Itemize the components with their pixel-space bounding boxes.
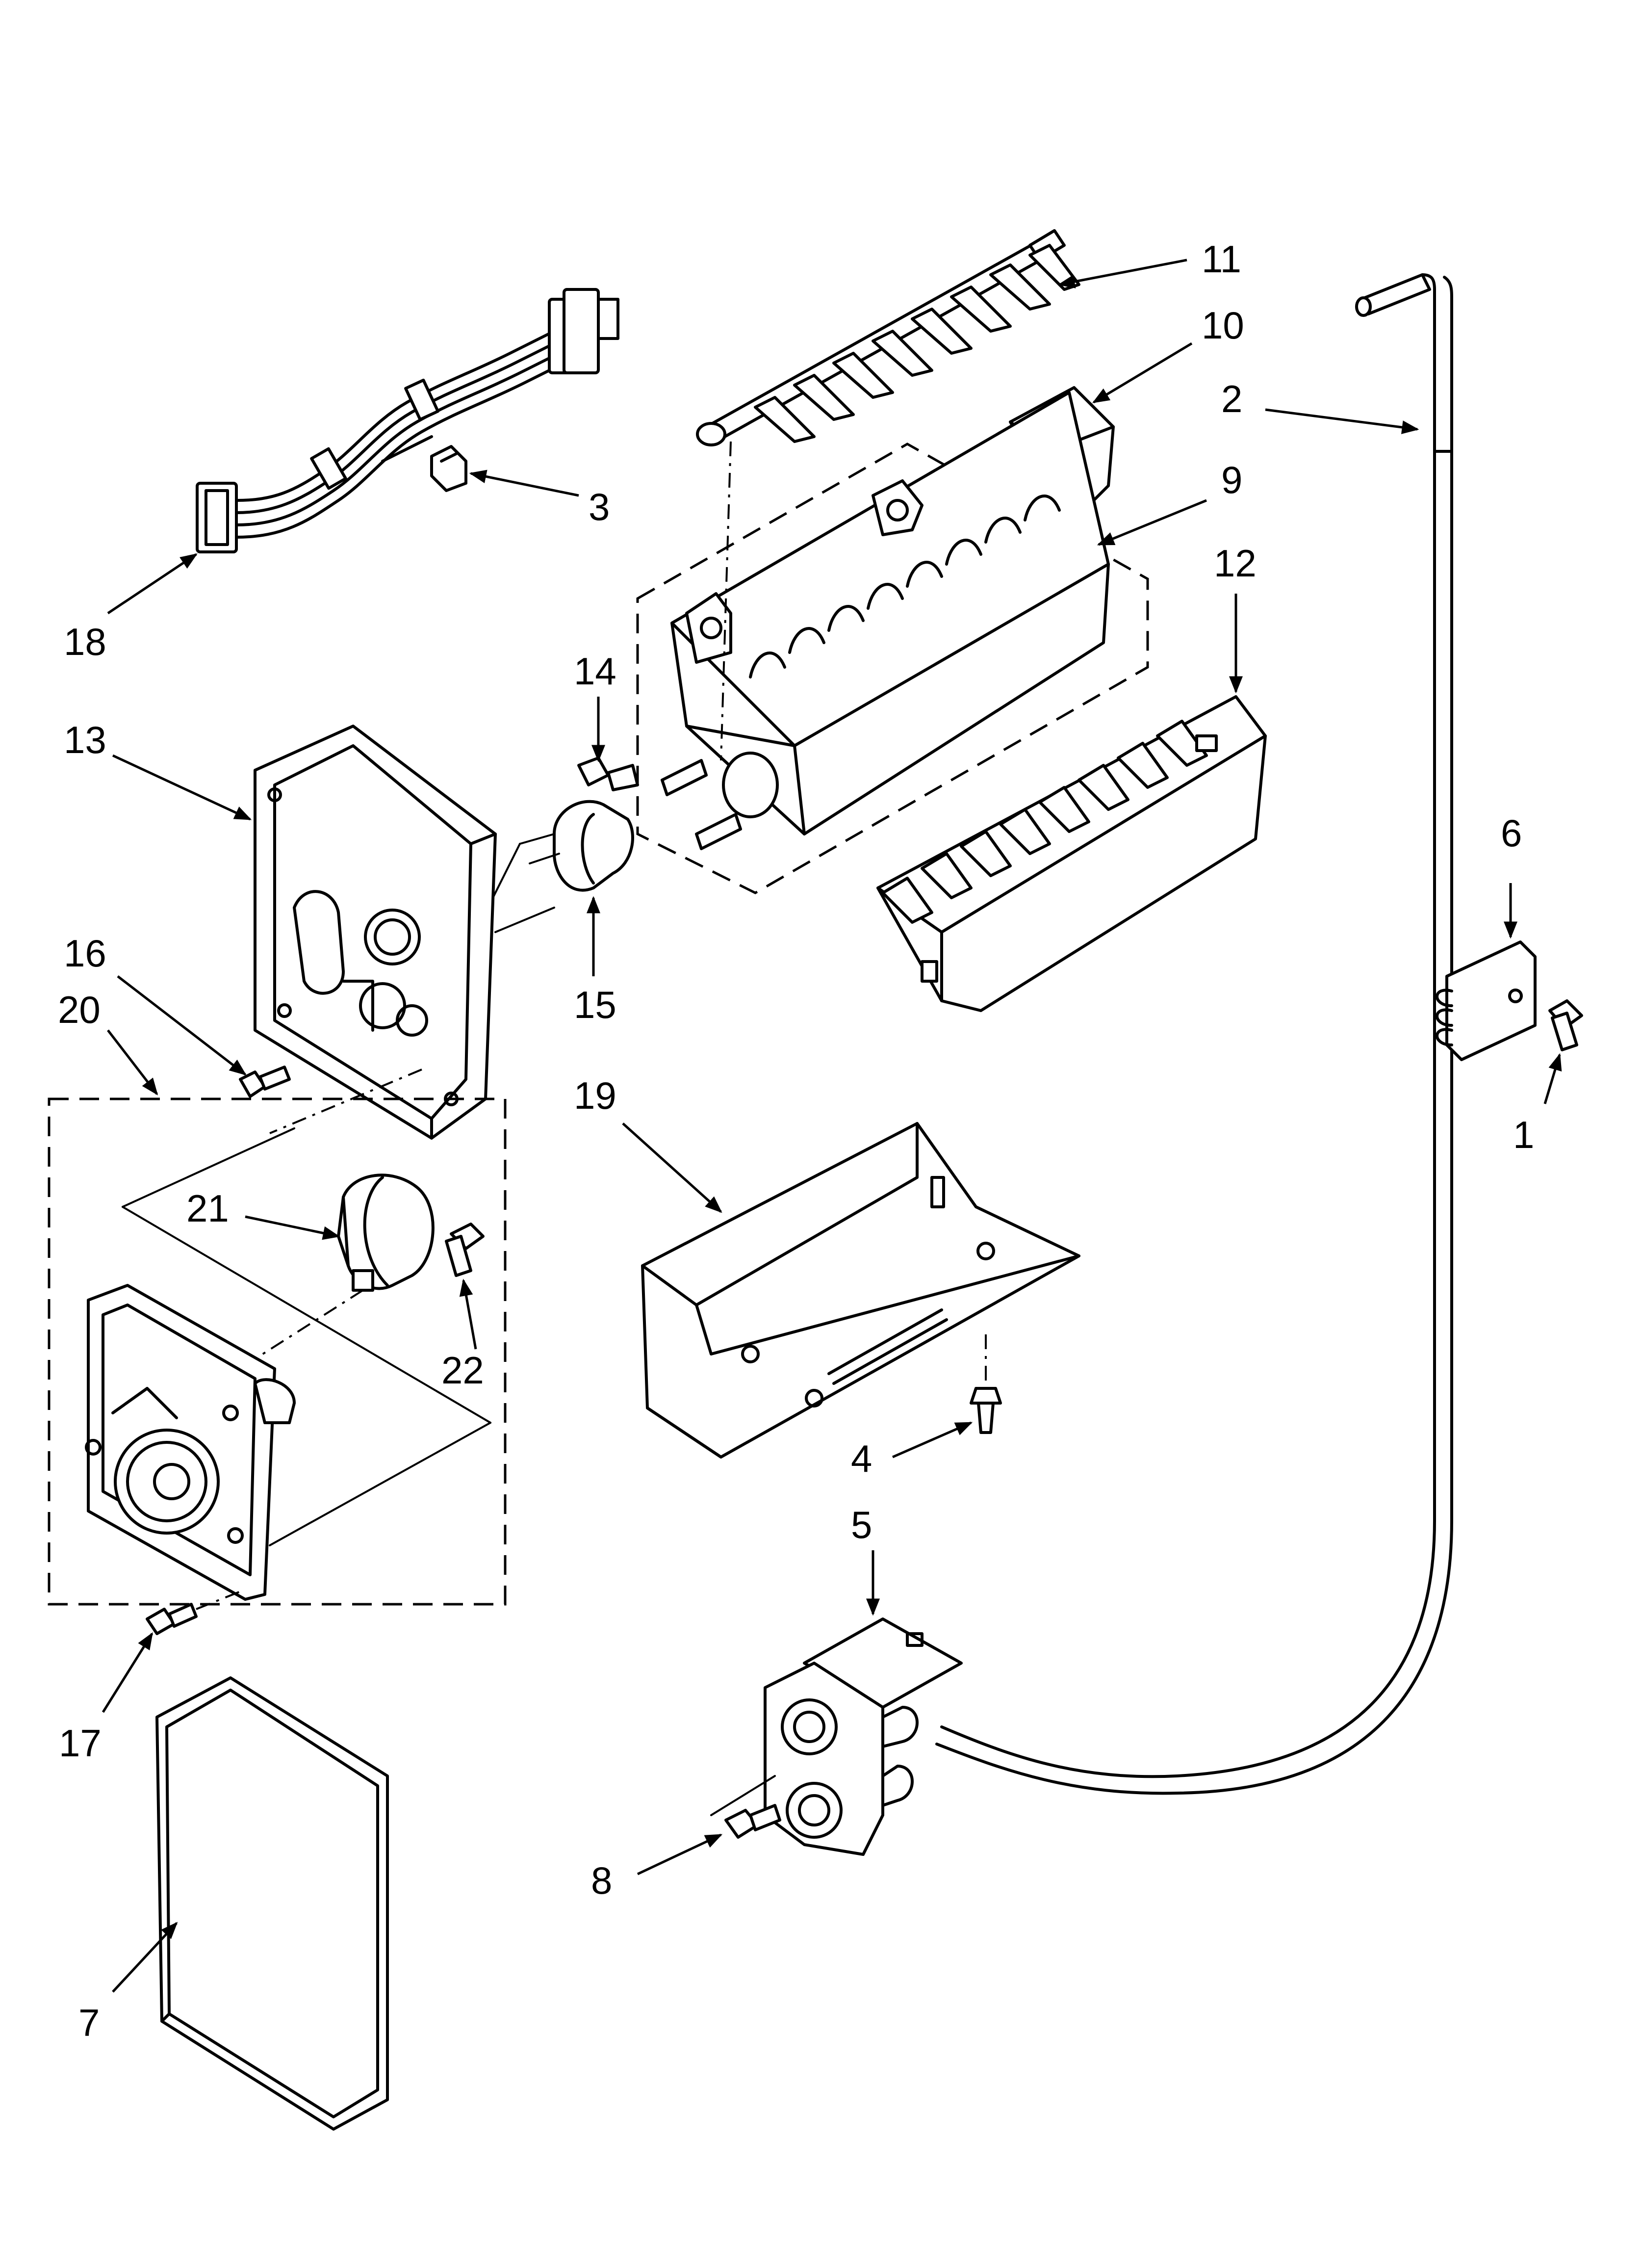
cover-plate-part-19 (641, 1122, 1080, 1459)
module-assembly-part-20 (48, 1097, 507, 1606)
screw-part-8 (724, 1804, 781, 1839)
thermostat-part-15 (480, 800, 634, 923)
callout-5: 5 (851, 1503, 872, 1546)
callout-10: 10 (1202, 304, 1244, 347)
screw-part-16 (239, 1066, 291, 1098)
callout-9: 9 (1221, 458, 1242, 501)
callout-22: 22 (441, 1349, 484, 1392)
harness-clip-part-3 (430, 445, 467, 492)
callout-4: 4 (851, 1437, 872, 1480)
water-valve-part-5 (710, 1617, 963, 1856)
callout-12: 12 (1214, 542, 1257, 585)
callout-11: 11 (1202, 237, 1241, 281)
housing-part-13 (254, 725, 555, 1140)
callout-14: 14 (574, 650, 616, 693)
ejector-part-11 (696, 229, 1080, 446)
screw-part-22 (445, 1223, 485, 1277)
callout-20: 20 (58, 988, 101, 1031)
wire-harness-part-18 (196, 288, 619, 553)
callout-17: 17 (59, 1721, 102, 1765)
water-tube-part-2 (935, 273, 1453, 1795)
mold-assembly-part-9 (636, 391, 1149, 894)
ice-stripper-part-12 (876, 695, 1267, 1012)
callout-18: 18 (64, 620, 106, 663)
tube-clamp-part-6 (1436, 940, 1537, 1061)
callout-labels: 11 10 2 3 9 12 18 14 13 15 16 20 19 6 1 … (58, 237, 1534, 2044)
clip-part-14 (577, 756, 639, 791)
callout-15: 15 (574, 983, 616, 1026)
motor-part-21 (254, 1173, 435, 1360)
callout-16: 16 (64, 932, 106, 975)
callout-19: 19 (574, 1074, 616, 1117)
callout-7: 7 (78, 2001, 100, 2044)
callout-6: 6 (1501, 811, 1522, 855)
leader-lines (102, 259, 1562, 1993)
screw-part-17 (146, 1589, 246, 1635)
callout-1: 1 (1513, 1113, 1534, 1156)
screw-part-1 (1548, 999, 1583, 1051)
callout-8: 8 (591, 1859, 612, 1902)
cover-part-7 (155, 1676, 389, 2131)
callout-2: 2 (1221, 377, 1242, 420)
screw-part-4 (970, 1334, 1002, 1434)
callout-21: 21 (186, 1187, 229, 1230)
callout-3: 3 (589, 485, 610, 528)
callout-13: 13 (64, 718, 106, 761)
